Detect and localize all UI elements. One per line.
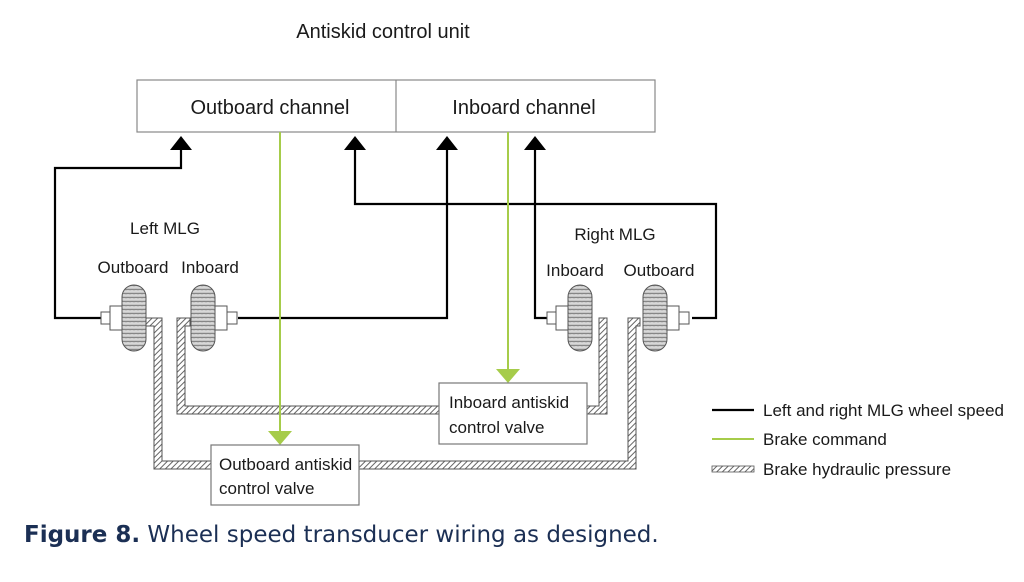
legend: Left and right MLG wheel speed Brake com… [711, 401, 1004, 479]
legend-wheel-speed-label: Left and right MLG wheel speed [763, 401, 1004, 420]
wheel-speed-arrowheads [170, 136, 546, 150]
outboard-channel-label: Outboard channel [190, 97, 349, 119]
right-inboard-label: Inboard [546, 261, 604, 280]
right-inboard-wheel [546, 284, 593, 352]
legend-hydraulic-label: Brake hydraulic pressure [763, 460, 951, 479]
control-unit-box [136, 79, 656, 133]
left-mlg-label: Left MLG [130, 219, 200, 238]
right-outboard-label: Outboard [624, 261, 695, 280]
left-inboard-label: Inboard [181, 258, 239, 277]
inboard-valve-label-line2: control valve [449, 418, 544, 437]
figure-caption-text: Wheel speed transducer wiring as designe… [140, 522, 659, 548]
brake-command-lines [268, 132, 520, 445]
inboard-valve-label-line1: Inboard antiskid [449, 393, 569, 412]
right-outboard-wheel [642, 284, 690, 352]
figure-caption: Figure 8. Wheel speed transducer wiring … [24, 522, 659, 548]
outboard-valve-label-line1: Outboard antiskid [219, 455, 352, 474]
inboard-channel-label: Inboard channel [452, 97, 595, 119]
outboard-antiskid-valve: Outboard antiskid control valve [210, 444, 360, 506]
outboard-valve-label-line2: control valve [219, 479, 314, 498]
figure-number: Figure 8. [24, 522, 141, 548]
control-unit-title: Antiskid control unit [296, 21, 470, 43]
right-mlg-label: Right MLG [574, 225, 655, 244]
left-outboard-label: Outboard [98, 258, 169, 277]
left-outboard-wheel [100, 284, 147, 352]
legend-brake-command-label: Brake command [763, 430, 887, 449]
inboard-antiskid-valve: Inboard antiskid control valve [438, 382, 588, 445]
wheel-speed-lines [53, 148, 718, 320]
left-inboard-wheel [190, 284, 238, 352]
legend-hydraulic-swatch [711, 465, 755, 473]
